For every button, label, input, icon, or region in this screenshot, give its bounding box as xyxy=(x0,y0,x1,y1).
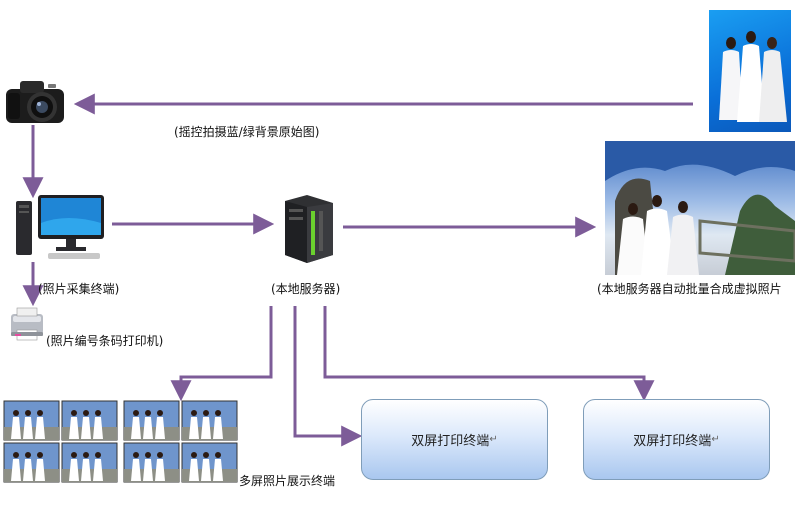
gallery-thumbnail xyxy=(3,442,60,483)
blue-background-photo xyxy=(709,10,791,132)
dual-screen-print-terminal-1: 双屏打印终端↵ xyxy=(361,399,548,480)
local-server-label: (本地服务器) xyxy=(271,282,341,296)
computer-icon xyxy=(12,193,108,261)
terminal-label: 双屏打印终端 xyxy=(633,434,712,449)
server-icon xyxy=(277,193,337,265)
gallery-thumbnail xyxy=(61,442,118,483)
gallery-thumbnail xyxy=(61,400,118,441)
gallery-thumbnail xyxy=(181,442,238,483)
edge-server-to-gallery xyxy=(170,306,273,402)
batch-composite-label: (本地服务器自动批量合成虚拟照片 xyxy=(597,282,782,296)
gallery-thumbnail xyxy=(123,400,180,441)
composite-photo xyxy=(605,141,795,275)
return-mark: ↵ xyxy=(711,434,720,445)
capture-caption: (摇控拍摄蓝/绿背景原始图) xyxy=(174,125,320,139)
edge-server-to-terminal-1 xyxy=(293,306,363,447)
printer-icon xyxy=(7,306,47,342)
multi-screen-gallery xyxy=(2,399,240,485)
dual-screen-print-terminal-2: 双屏打印终端↵ xyxy=(583,399,770,480)
figures-illustration xyxy=(719,31,787,122)
terminal-label: 双屏打印终端 xyxy=(411,434,490,449)
gallery-thumbnail xyxy=(3,400,60,441)
camera-icon xyxy=(4,75,66,127)
return-mark: ↵ xyxy=(489,434,498,445)
gallery-thumbnail xyxy=(181,400,238,441)
collection-terminal-label: (照片采集终端) xyxy=(38,282,120,296)
edge-server-to-terminal-2 xyxy=(323,306,655,402)
barcode-printer-label: (照片编号条码打印机) xyxy=(46,334,164,348)
scenery-illustration xyxy=(605,141,795,275)
multi-screen-display-label: 多屏照片展示终端 xyxy=(239,474,336,488)
gallery-thumbnail xyxy=(123,442,180,483)
